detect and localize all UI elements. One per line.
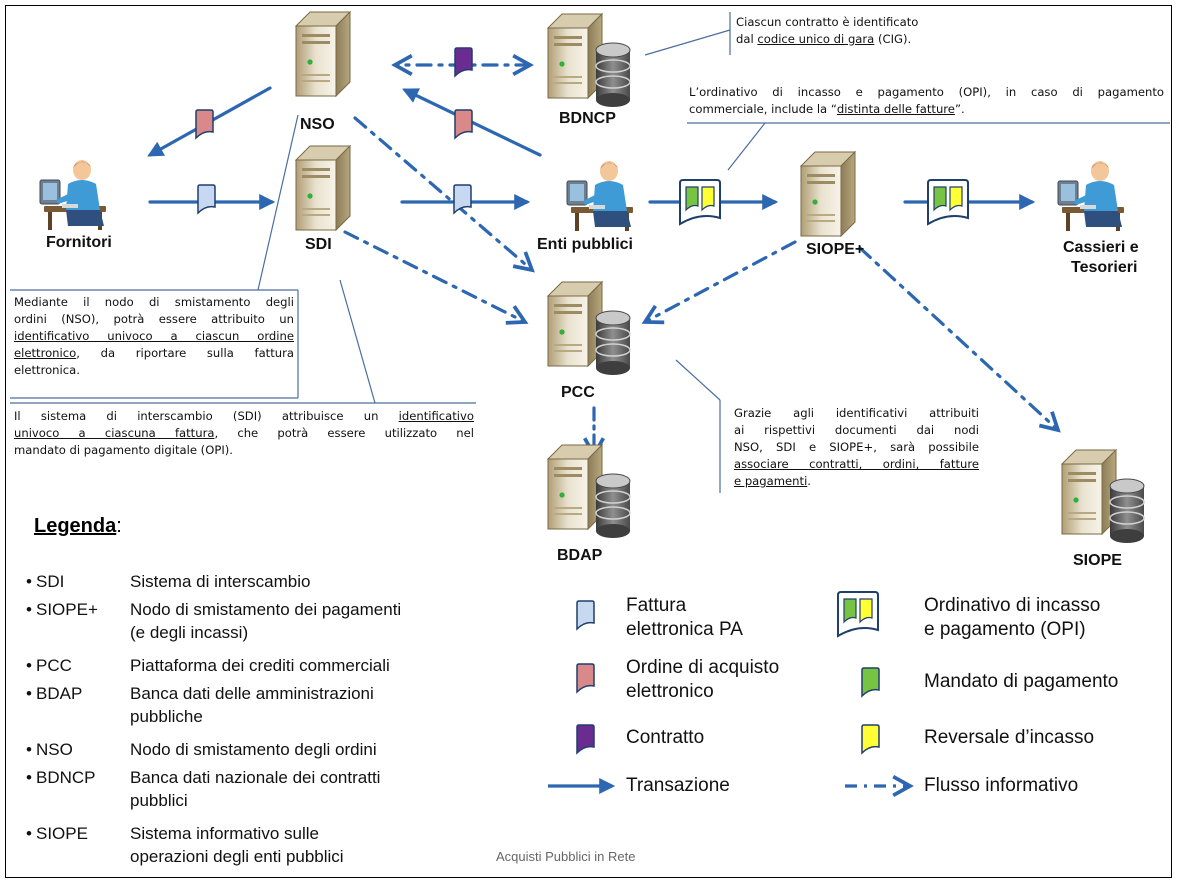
enti-person-icon [566,160,634,232]
bdncp-server [547,13,603,99]
legend-reversale-symbol [861,724,880,754]
legend-contratto-label: Contratto [626,727,705,748]
legend-mandato-label: Mandato di pagamento [924,671,1119,692]
note-grazie: Grazie agli identificativi attribuiti ai… [734,406,979,488]
bdncp-label: BDNCP [559,110,616,127]
cassieri-label-line2: Tesorieri [1071,259,1138,276]
pcc-db-icon [595,310,631,376]
contratto-doc-icon [454,47,473,77]
note-nso: Mediante il nodo di smistamento degli or… [14,295,294,377]
arrow-siope-plus-siope [858,246,1058,430]
nso-server [295,11,351,97]
fattura-doc-icon-1 [197,184,216,214]
legend-desc-nso: Nodo di smistamento degli ordini [130,740,377,759]
fornitori-person-icon [39,159,107,231]
arrow-sdi-pcc [343,230,525,322]
legend-abbr-bdncp: •BDNCP [26,768,96,787]
legend-transazione-label: Transazione [626,775,730,796]
enti-pubblici-label: Enti pubblici [537,236,633,253]
legend-ordine-symbol [576,663,595,693]
legend-abbr-bdap: •BDAP [26,684,83,703]
legend-reversale-label: Reversale d’incasso [924,727,1095,748]
legend-abbr-sdi: •SDI [26,572,65,591]
sdi-server [295,145,351,231]
ordine-doc-icon-1 [195,109,214,139]
siope-db-icon [1109,478,1145,544]
legend-desc-sdi: Sistema di interscambio [130,572,311,591]
arrow-nso-pcc [353,116,532,270]
legend-flusso-label: Flusso informativo [924,775,1079,796]
siope-label: SIOPE [1073,552,1122,569]
legend-fattura-symbol [576,600,595,630]
ordine-doc-icon-2 [454,109,473,139]
sdi-label: SDI [305,236,332,253]
siope-plus-label: SIOPE+ [806,241,865,258]
footer-credit: Acquisti Pubblici in Rete [496,849,636,864]
legend-desc-pcc: Piattaforma dei crediti commerciali [130,656,390,675]
siope-server [1061,449,1117,535]
arrow-siope-plus-pcc [645,240,797,322]
cassieri-person-icon [1057,160,1125,232]
note-cig: Ciascun contratto è identificato dal cod… [736,15,919,46]
opi-doc-icon-1 [679,179,721,225]
legend-abbr-pcc: •PCC [26,656,72,675]
legend-abbr-siope-plus: •SIOPE+ [26,600,98,619]
note-connectors [10,12,1170,493]
bdap-label: BDAP [557,547,603,564]
pcc-server [547,281,603,367]
bdncp-db-icon [595,42,631,108]
flow-lines [147,65,1058,455]
fornitori-label: Fornitori [46,234,112,251]
diagram-frame [5,5,1172,878]
nso-label: NSO [300,116,335,133]
note-sdi: Il sistema di interscambio (SDI) attribu… [14,409,474,457]
siope-plus-server [800,151,856,237]
legend-abbr-siope: •SIOPE [26,824,88,843]
cassieri-label-line1: Cassieri e [1063,239,1139,256]
bdap-db-icon [595,473,631,539]
legend-mandato-symbol [861,667,880,697]
pcc-label: PCC [561,384,595,401]
legend-title: Legenda: [34,515,122,537]
bdap-server [547,444,603,530]
note-opi: L’ordinativo di incasso e pagamento (OPI… [689,85,1164,116]
legend-opi-symbol [837,591,879,637]
legend-contratto-symbol [576,724,595,754]
legend-abbr-nso: •NSO [26,740,73,759]
opi-doc-icon-2 [927,179,969,225]
legend-desc-siope-plus: Nodo di smistamento dei pagamenti(e degl… [130,600,402,642]
